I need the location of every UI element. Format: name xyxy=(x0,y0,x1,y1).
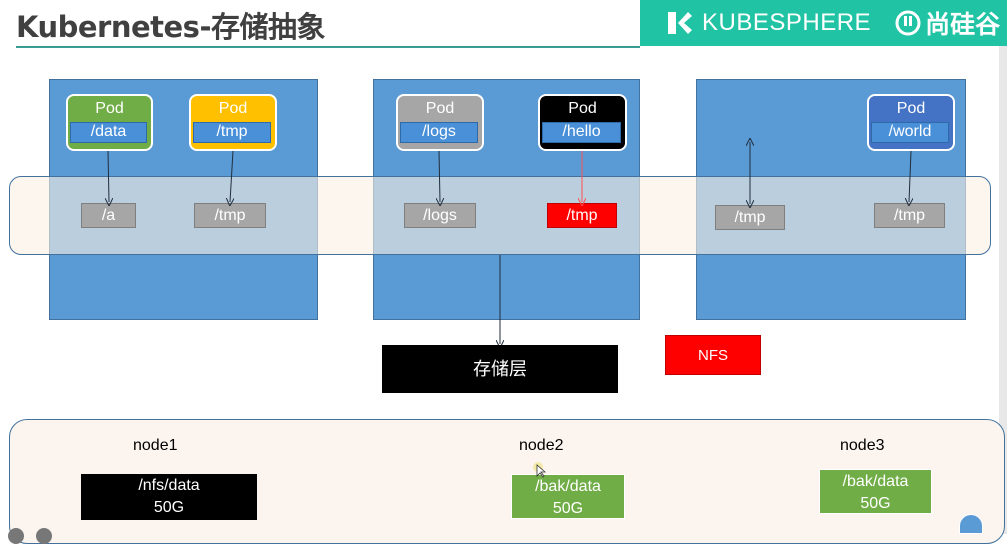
node2-storage: /bak/data 50G xyxy=(511,474,625,519)
mount-tmp-3: /tmp xyxy=(715,205,785,230)
pod-path: /logs xyxy=(400,122,478,143)
pod-label: Pod xyxy=(568,100,597,117)
volume-mount-band xyxy=(9,176,991,255)
pod-path: /world xyxy=(871,122,949,143)
kubesphere-logo-icon xyxy=(668,12,692,34)
atguigu-logo-icon xyxy=(895,10,921,36)
node3-label: node3 xyxy=(840,437,885,454)
mouse-cursor-icon xyxy=(533,462,547,478)
node3-size: 50G xyxy=(860,495,891,512)
pod-hello: Pod /hello xyxy=(538,94,627,151)
node1-size: 50G xyxy=(153,499,185,516)
partner-name: 尚硅谷 xyxy=(925,11,1001,39)
pod-tmp: Pod /tmp xyxy=(189,94,277,151)
pod-path: /data xyxy=(70,122,147,143)
mount-tmp-4: /tmp xyxy=(874,203,945,228)
corner-badge-icon xyxy=(959,514,983,534)
arrow-data-to-a xyxy=(108,150,109,202)
node1-path: /nfs/data xyxy=(138,477,200,494)
toolbar-dot-icon xyxy=(36,528,52,544)
mount-tmp-1: /tmp xyxy=(194,203,266,228)
toolbar-dot-icon xyxy=(8,528,24,544)
mount-a: /a xyxy=(81,203,136,228)
pod-path: /tmp xyxy=(193,122,271,143)
page-title: Kubernetes-存储抽象 xyxy=(16,10,325,44)
node3-path: /bak/data xyxy=(842,473,909,490)
brand-name: KUBESPHERE xyxy=(702,9,872,36)
arrow-logs-to-logs xyxy=(439,150,440,202)
pod-data: Pod /data xyxy=(66,94,153,151)
nfs-box: NFS xyxy=(665,335,761,375)
arrow-world-to-tmp xyxy=(909,150,911,202)
pod-path: /hello xyxy=(542,122,621,143)
node1-storage: /nfs/data 50G xyxy=(81,474,257,520)
brand-bar: KUBESPHERE 尚硅谷 xyxy=(640,0,1007,46)
node3-storage: /bak/data 50G xyxy=(819,469,932,514)
node2-label: node2 xyxy=(519,437,564,454)
node2-path: /bak/data xyxy=(535,478,601,495)
pod-logs: Pod /logs xyxy=(396,94,484,151)
storage-layer-box: 存储层 xyxy=(382,345,618,393)
node2-size: 50G xyxy=(552,500,584,517)
scroll-gutter xyxy=(999,46,1007,534)
pod-world: Pod /world xyxy=(867,94,955,151)
pod-label: Pod xyxy=(896,100,926,117)
node1-label: node1 xyxy=(133,437,178,454)
pod-label: Pod xyxy=(425,100,455,117)
arrow-tmp-to-tmp xyxy=(230,150,233,202)
pod-label: Pod xyxy=(218,100,248,117)
title-underline xyxy=(16,46,640,48)
pod-label: Pod xyxy=(95,100,124,117)
